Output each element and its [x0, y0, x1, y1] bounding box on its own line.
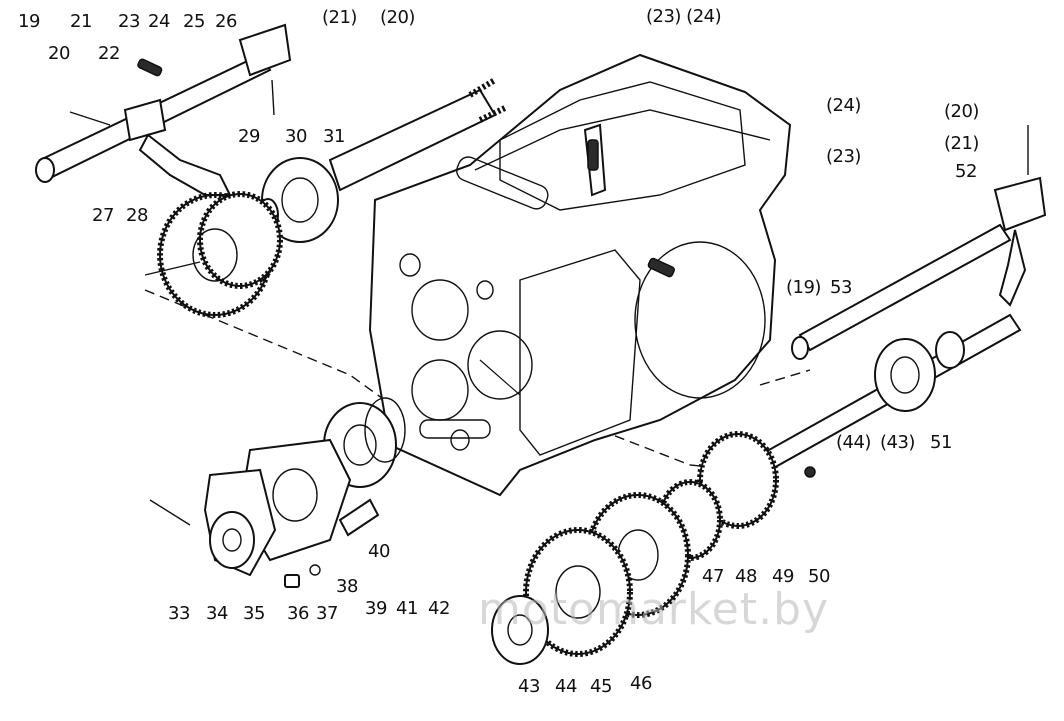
- right-shift-rod-assembly: [791, 125, 1047, 360]
- callout-24: 24: [148, 11, 170, 32]
- callout-24-ref: (24): [826, 95, 861, 116]
- bearing-cover-assembly: [149, 397, 406, 588]
- callout-20-ref: (20): [380, 7, 415, 28]
- callout-38: 38: [336, 576, 358, 597]
- gear-27-28: [144, 191, 283, 318]
- callout-39: 39: [365, 598, 387, 619]
- callout-29: 29: [238, 126, 260, 147]
- callout-26: 26: [215, 11, 237, 32]
- callout-44: 44: [555, 676, 577, 697]
- callout-27: 27: [92, 205, 114, 226]
- callout-44-ref: (44): [836, 432, 871, 453]
- callout-30: 30: [285, 126, 307, 147]
- callout-53: 53: [830, 277, 852, 298]
- callout-41: 41: [396, 598, 418, 619]
- callout-49: 49: [772, 566, 794, 587]
- callout-43-ref: (43): [880, 432, 915, 453]
- callout-43: 43: [518, 676, 540, 697]
- watermark-text: motomarket.by: [478, 584, 830, 635]
- input-shaft-assembly: [257, 77, 507, 243]
- callout-28: 28: [126, 205, 148, 226]
- callout-45: 45: [590, 676, 612, 697]
- callout-25: 25: [183, 11, 205, 32]
- callout-47: 47: [702, 566, 724, 587]
- callout-42: 42: [428, 598, 450, 619]
- callout-37: 37: [316, 603, 338, 624]
- callout-46: 46: [630, 673, 652, 694]
- callout-21-ref-right: (21): [944, 133, 979, 154]
- gearbox-housing: [368, 53, 792, 497]
- callout-19: 19: [18, 11, 40, 32]
- callout-23-24-ref: (23) (24): [646, 6, 722, 27]
- callout-22: 22: [98, 43, 120, 64]
- upper-shift-rod-assembly: [35, 23, 292, 196]
- callout-33: 33: [168, 603, 190, 624]
- callout-20: 20: [48, 43, 70, 64]
- callout-19-ref: (19): [786, 277, 821, 298]
- callout-50: 50: [808, 566, 830, 587]
- callout-21: 21: [70, 11, 92, 32]
- callout-31: 31: [323, 126, 345, 147]
- callout-34: 34: [206, 603, 228, 624]
- callout-20-ref-right: (20): [944, 101, 979, 122]
- callout-40: 40: [368, 541, 390, 562]
- callout-35: 35: [243, 603, 265, 624]
- lower-gear-cluster: [491, 492, 691, 665]
- callout-23-ref: (23): [826, 146, 861, 167]
- callout-52: 52: [955, 161, 977, 182]
- callout-48: 48: [735, 566, 757, 587]
- callout-36: 36: [287, 603, 309, 624]
- callout-21-ref: (21): [322, 7, 357, 28]
- callout-51: 51: [930, 432, 952, 453]
- callout-23: 23: [118, 11, 140, 32]
